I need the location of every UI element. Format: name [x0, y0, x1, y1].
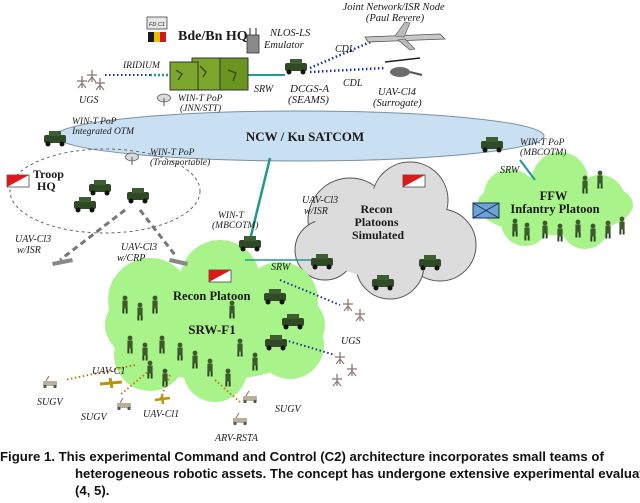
- transportable-dish-icon: [125, 152, 139, 166]
- troop-hq-label: Troop HQ: [33, 167, 67, 193]
- uav-cl3-recon-label: UAV-Cl3 w/ISR: [302, 195, 341, 217]
- cdl-top-label: CDL: [335, 44, 355, 55]
- recon-platoon-label: Recon Platoon: [173, 289, 250, 303]
- ffw-label: FFW Infantry Platoon: [510, 189, 599, 216]
- ugs-top-icon-3: [94, 77, 106, 91]
- recon-sim-cloud: [294, 161, 477, 300]
- troop-area-boundary: [9, 148, 201, 234]
- srw-top-label: SRW: [254, 84, 275, 95]
- sugv-right-icon: [242, 390, 258, 404]
- wint-otm-label: WIN-T PoP Integrated OTM: [71, 117, 135, 137]
- troop-vehicle-1: [89, 180, 111, 196]
- recon-sim-label: Recon Platoons Simulated: [352, 202, 404, 242]
- uav-cl3-crp-icon: [169, 258, 188, 266]
- uav-cl4-label: UAV-Cl4 (Surrogate): [373, 87, 422, 109]
- dcgs-a-vehicle: [285, 59, 307, 75]
- recon-platoon-flag: [208, 269, 232, 283]
- bde-bn-hq-shelters: [169, 57, 249, 91]
- ugs-bottom-label: UGS: [341, 336, 360, 347]
- wint-mbcotm-label: WIN-T (MBCOTM): [212, 211, 258, 231]
- sugv-bottom-icon: [116, 397, 132, 411]
- caption-line-2: heterogeneous robotic assets. The concep…: [75, 466, 640, 481]
- fd-c1-badge: FD C1: [146, 16, 168, 42]
- cdl-mid-label: CDL: [343, 78, 363, 89]
- dcgs-a-label: DCGS-A (SEAMS): [288, 83, 332, 106]
- uav-cl3-crp-label: UAV-Cl3 w/CRP: [117, 242, 160, 264]
- nlos-ls-icon: [246, 28, 260, 54]
- sugv-left-icon: [42, 375, 58, 389]
- srw-mid-label: SRW: [271, 262, 292, 273]
- arv-rsta-label: ARV-RSTA: [214, 433, 259, 444]
- joint-network-aircraft-icon: [364, 21, 446, 51]
- jnn-stt-dish-icon: [157, 93, 171, 107]
- bde-bn-hq-label: Bde/Bn HQ: [178, 29, 248, 44]
- fd-c1-label: FD C1: [149, 22, 165, 28]
- sugv-bottom-label: SUGV: [81, 412, 108, 423]
- uav-c1-icon: [99, 377, 123, 389]
- nlos-ls-label: NLOS-LS Emulator: [263, 28, 313, 51]
- links: [59, 38, 536, 403]
- troop-hq-flag: [6, 174, 30, 188]
- ugs-top-icon-2: [76, 75, 88, 89]
- ugs-top-label: UGS: [79, 95, 98, 106]
- caption-line-1: Figure 1. This experimental Command and …: [0, 449, 604, 464]
- arv-rsta-icon: [232, 412, 248, 426]
- figure-caption: Figure 1. This experimental Command and …: [0, 448, 640, 503]
- recon-sim-flag: [402, 174, 426, 188]
- uav-cl3-isr-icon: [52, 258, 73, 266]
- satcom-label: NCW / Ku SATCOM: [246, 129, 364, 144]
- troop-vehicle-3: [74, 197, 96, 213]
- srw-f1-label: SRW-F1: [188, 322, 235, 337]
- sugv-right-label: SUGV: [275, 404, 302, 415]
- wint-jnn-label: WIN-T PoP (JNN/STT): [178, 94, 225, 114]
- joint-network-label: Joint Network/ISR Node (Paul Revere): [343, 2, 448, 24]
- srw-right-label: SRW: [500, 165, 521, 176]
- mbcotm-vehicle: [239, 236, 261, 252]
- uav-c1-label: UAV-C1: [92, 366, 125, 377]
- c2-architecture-diagram: FD C1 Bde/Bn HQ NLOS-LS Emulator Joint N…: [6, 2, 633, 444]
- ugs-top-icon: [86, 69, 98, 83]
- uav-cl1-icon: [154, 394, 171, 405]
- sugv-left-label: SUGV: [37, 397, 64, 408]
- uav-cl1-label: UAV-Cl1: [143, 409, 179, 420]
- iridium-label: IRIDIUM: [122, 61, 161, 71]
- caption-line-3: (4, 5).: [75, 483, 110, 498]
- uav-cl3-isr-label: UAV-Cl3 w/ISR: [15, 234, 54, 256]
- uav-cl4-helicopter-icon: [384, 57, 423, 77]
- wint-mbcotm-right-label: WIN-T PoP (MBCOTM): [520, 138, 567, 158]
- troop-vehicle-2: [127, 188, 149, 204]
- wint-transportable-label: WIN-T PoP (Transportable): [150, 148, 210, 168]
